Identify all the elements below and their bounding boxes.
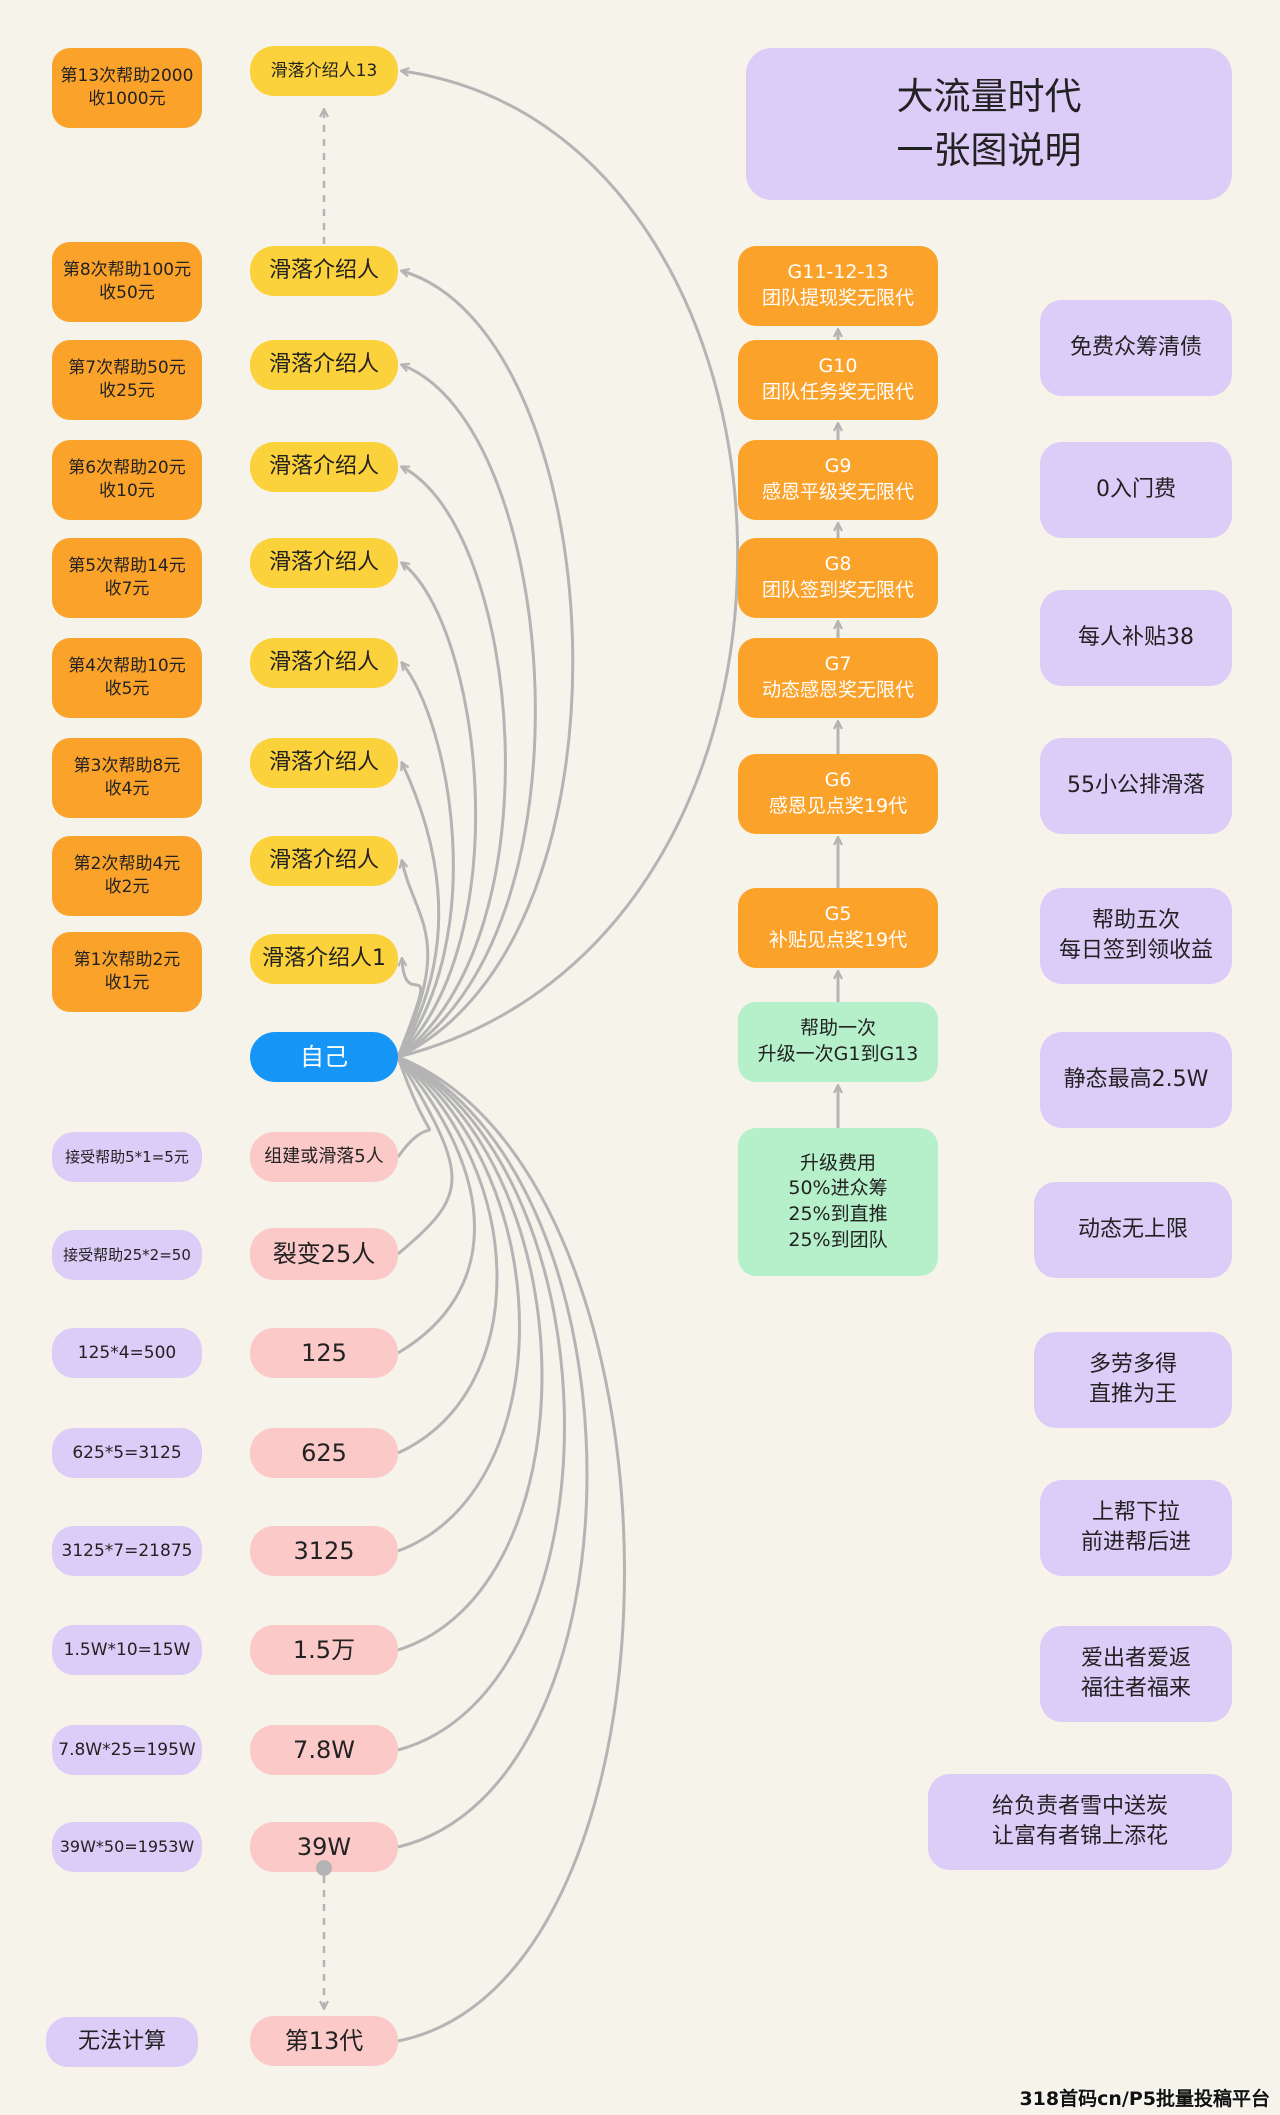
formula-5: 3125*7=21875 (52, 1526, 202, 1576)
help-amount-3: 第3次帮助8元收4元 (52, 738, 202, 818)
downline-link-8 (397, 1055, 589, 1849)
self-node: 自己 (250, 1032, 398, 1082)
feature-2: 0入门费 (1040, 442, 1232, 538)
referrer-link-3 (397, 365, 537, 1059)
formula-9: 无法计算 (46, 2017, 198, 2067)
downline-link-1 (396, 1056, 431, 1158)
referrer-7: 滑落介绍人 (250, 340, 398, 390)
referrer-link-1 (397, 71, 739, 1059)
feature-7: 动态无上限 (1034, 1182, 1232, 1278)
help-amount-5: 第5次帮助14元收7元 (52, 538, 202, 618)
downline-link-7 (397, 1055, 566, 1752)
downline-gen-7: 7.8W (250, 1725, 398, 1775)
feature-9: 上帮下拉前进帮后进 (1040, 1480, 1232, 1576)
downline-gen-3: 125 (250, 1328, 398, 1378)
formula-8: 39W*50=1953W (52, 1822, 202, 1872)
referrer-3: 滑落介绍人 (250, 738, 398, 788)
title-line-1: 大流量时代 (896, 75, 1082, 119)
downline-link-9 (397, 1055, 626, 2043)
referrer-2: 滑落介绍人 (250, 836, 398, 886)
downline-link-4 (396, 1055, 499, 1455)
help-amount-2: 第2次帮助4元收2元 (52, 836, 202, 916)
referrer-6: 滑落介绍人 (250, 442, 398, 492)
feature-6: 静态最高2.5W (1040, 1032, 1232, 1128)
help-amount-1: 第1次帮助2元收1元 (52, 932, 202, 1012)
downline-gen-2: 裂变25人 (250, 1228, 398, 1280)
feature-8: 多劳多得直推为王 (1034, 1332, 1232, 1428)
downline-gen-8: 39W (250, 1822, 398, 1872)
referrer-link-4 (397, 467, 507, 1059)
referrer-8: 滑落介绍人 (250, 246, 398, 296)
diagram-title: 大流量时代 一张图说明 (746, 48, 1232, 200)
referrer-1: 滑落介绍人1 (250, 934, 398, 984)
upgrade-fee-box: 升级费用 50%进众筹 25%到直推 25%到团队 (738, 1128, 938, 1276)
downline-gen-6: 1.5万 (250, 1625, 398, 1675)
watermark-text: 318首码cn/P5批量投稿平台 (1019, 2088, 1270, 2110)
referrer-link-7 (396, 763, 441, 1058)
referrer-5: 滑落介绍人 (250, 538, 398, 588)
referrer-link-9 (396, 959, 423, 1058)
feature-10: 爱出者爱返福往者福来 (1040, 1626, 1232, 1722)
downline-gen-1: 组建或滑落5人 (250, 1132, 398, 1182)
formula-4: 625*5=3125 (52, 1428, 202, 1478)
help-amount-4: 第4次帮助10元收5元 (52, 638, 202, 718)
connector-dot (316, 1860, 332, 1876)
formula-1: 接受帮助5*1=5元 (52, 1132, 202, 1182)
referrer-13: 滑落介绍人13 (250, 46, 398, 96)
feature-4: 55小公排滑落 (1040, 738, 1232, 834)
downline-link-6 (397, 1055, 544, 1652)
title-line-2: 一张图说明 (896, 129, 1082, 172)
help-amount-6: 第6次帮助20元收10元 (52, 440, 202, 520)
referrer-link-5 (396, 563, 478, 1059)
formula-7: 7.8W*25=195W (52, 1725, 202, 1775)
downline-gen-4: 625 (250, 1428, 398, 1478)
help-amount-7: 第7次帮助50元收25元 (52, 340, 202, 420)
downline-link-5 (397, 1055, 521, 1553)
feature-1: 免费众筹清债 (1040, 300, 1232, 396)
referrer-4: 滑落介绍人 (250, 638, 398, 688)
feature-5: 帮助五次每日签到领收益 (1040, 888, 1232, 984)
feature-3: 每人补贴38 (1040, 590, 1232, 686)
downline-link-3 (396, 1056, 476, 1355)
referrer-link-2 (397, 271, 575, 1059)
help-amount-8: 第8次帮助100元收50元 (52, 242, 202, 322)
referrer-link-8 (396, 861, 430, 1058)
formula-6: 1.5W*10=15W (52, 1625, 202, 1675)
level-help-upgrade: 帮助一次升级一次G1到G13 (738, 1002, 938, 1082)
referrer-link-6 (396, 663, 455, 1058)
formula-2: 接受帮助25*2=50 (52, 1230, 202, 1280)
formula-3: 125*4=500 (52, 1328, 202, 1378)
feature-11: 给负责者雪中送炭让富有者锦上添花 (928, 1774, 1232, 1870)
downline-link-2 (396, 1056, 454, 1256)
downline-gen-5: 3125 (250, 1526, 398, 1576)
downline-gen-13: 第13代 (250, 2016, 398, 2066)
